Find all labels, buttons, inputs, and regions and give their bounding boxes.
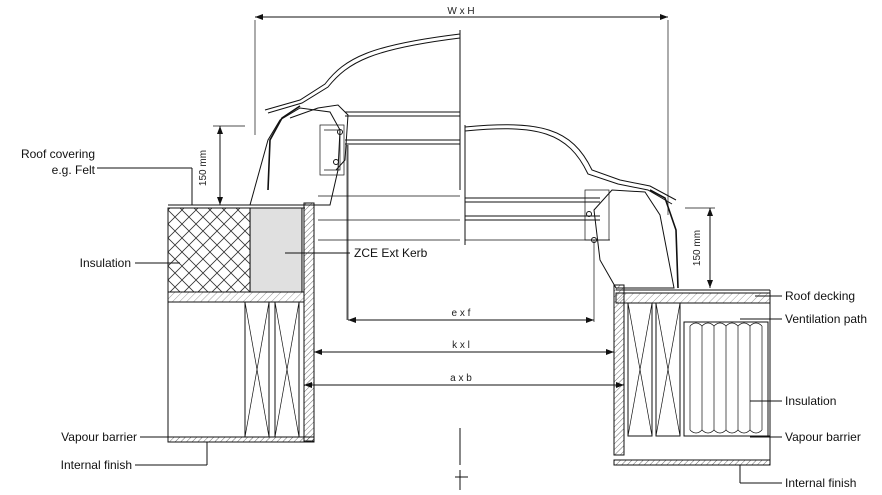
left-upstand [249,33,461,320]
leader-lines [97,167,782,484]
roof-deck-left [167,291,305,303]
dimension-upstand-right: 150 mm [685,207,715,288]
kerb-wall-right [613,284,625,456]
ceiling-finish-right [613,459,771,466]
dimension-kl: k x l [314,340,614,355]
dimension-ef: e x f [348,240,595,323]
insulation-block-left [167,207,251,293]
label-roof-decking: Roof decking [785,289,855,303]
label-roof-covering: Roof covering [21,147,95,161]
dimension-upstand-left: 150 mm [198,125,245,205]
kerb-wall-left [303,202,315,442]
dimension-ab-label: a x b [450,373,472,384]
label-internal-finish-left: Internal finish [61,458,132,472]
centre-break-lines [318,30,610,490]
roof-deck-right [615,292,771,304]
label-roof-covering-example: e.g. Felt [52,163,96,177]
label-ventilation-path: Ventilation path [785,312,867,326]
ceiling-finish-left [167,436,315,443]
dimension-overall: W x H [254,6,669,215]
dimension-kl-label: k x l [452,340,470,351]
right-roof-section [613,284,771,466]
dimension-upstand-right-label: 150 mm [692,230,703,266]
dimension-ab: a x b [304,373,624,388]
dimension-overall-label: W x H [447,6,474,17]
quilt-insulation-right [683,321,769,437]
label-internal-finish-right: Internal finish [785,476,856,490]
label-vapour-barrier-left: Vapour barrier [61,430,137,444]
label-kerb: ZCE Ext Kerb [354,246,428,260]
label-insulation-right: Insulation [785,394,836,408]
left-roof-section [167,202,315,443]
dimension-upstand-left-label: 150 mm [198,150,209,186]
label-vapour-barrier-right: Vapour barrier [785,430,861,444]
label-insulation-left: Insulation [80,256,131,270]
right-upstand [347,124,679,320]
dimension-ef-label: e x f [452,308,471,319]
kerb-body-left [249,207,303,293]
